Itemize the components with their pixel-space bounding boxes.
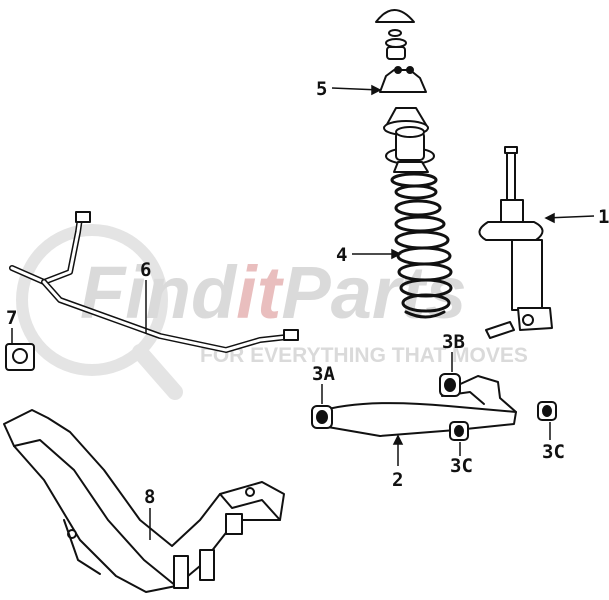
arrow-2 (392, 434, 404, 445)
lower-control-arm (317, 375, 517, 437)
bushing-3c-right (537, 401, 557, 421)
strut-spring-seat (478, 221, 544, 241)
mount-washer (385, 38, 407, 48)
upper-mount (379, 69, 427, 93)
callout-8: 8 (144, 486, 155, 508)
mount-dust-cap (375, 9, 415, 23)
arrow-5 (371, 84, 382, 96)
leader-lines (11, 84, 595, 540)
strut-bolt (485, 321, 515, 339)
watermark-brand: FinditParts (80, 251, 466, 334)
watermark-magnifier-handle (132, 344, 183, 400)
callout-3a: 3A (312, 363, 335, 385)
watermark-magnifier-ring (16, 224, 168, 376)
strut-body (511, 239, 543, 311)
callout-6: 6 (140, 259, 151, 281)
bushing-3c-lower (449, 421, 469, 441)
watermark-brand-highlight: it (236, 251, 285, 334)
callout-7: 7 (6, 307, 17, 329)
watermark-brand-prefix: Find (80, 251, 238, 334)
callout-5: 5 (316, 78, 327, 100)
arrow-1 (544, 212, 555, 224)
watermark: FinditParts FOR EVERYTHING THAT MOVES (16, 224, 528, 400)
crossmember (3, 409, 285, 593)
coil-spring (390, 172, 453, 319)
callout-1: 1 (598, 206, 609, 228)
callout-2: 2 (392, 469, 403, 491)
mount-bushing (386, 46, 406, 60)
bushing-3a (311, 405, 333, 429)
callout-3b: 3B (442, 331, 465, 353)
bushing-3b (439, 373, 461, 397)
stabilizer-bar (9, 211, 299, 353)
upper-mount-assembly (375, 9, 429, 136)
arrow-4 (391, 248, 402, 260)
mount-nut (388, 29, 402, 37)
callout-4: 4 (336, 244, 347, 266)
callout-3c-lower: 3C (450, 455, 473, 477)
watermark-tagline: FOR EVERYTHING THAT MOVES (200, 344, 528, 367)
strut-rod (506, 146, 516, 204)
strut-assembly (478, 146, 553, 339)
stabilizer-bushing (5, 343, 35, 371)
bump-stop-boot (385, 126, 435, 173)
callout-3c-right: 3C (542, 441, 565, 463)
